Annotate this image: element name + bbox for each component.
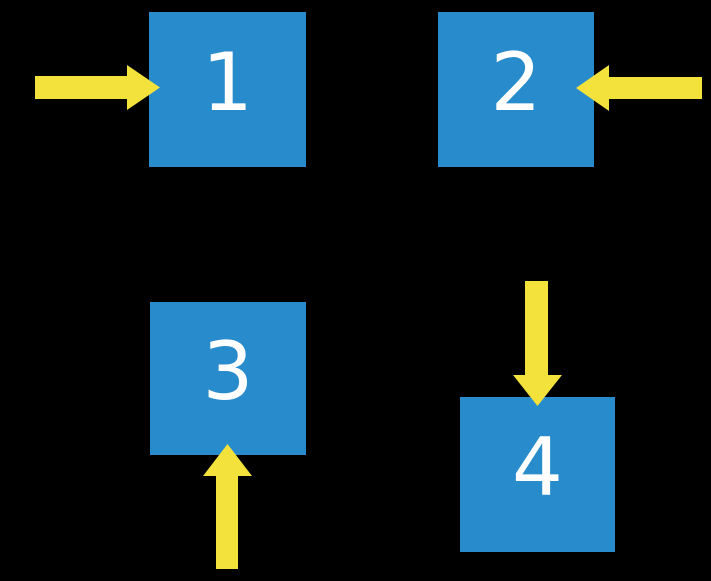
square-3-label: 3: [202, 324, 254, 418]
square-1: 1: [149, 12, 306, 167]
arrow-up-icon: [203, 444, 252, 569]
arrow-right-icon: [35, 65, 160, 110]
arrow-down-icon: [513, 281, 562, 406]
square-2-label: 2: [490, 35, 542, 129]
square-4: 4: [460, 397, 615, 552]
arrow-left-icon: [576, 65, 702, 111]
square-2: 2: [438, 12, 594, 167]
square-4-label: 4: [512, 420, 563, 514]
square-3: 3: [150, 302, 306, 455]
square-1-label: 1: [202, 35, 253, 129]
